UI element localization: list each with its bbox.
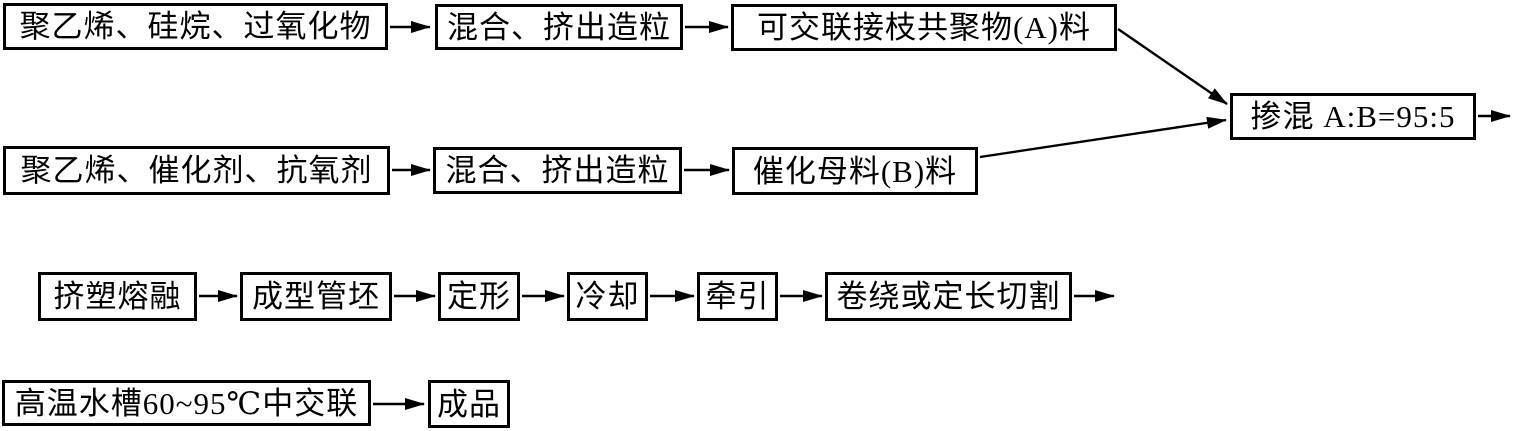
node-finished-product: 成品 bbox=[428, 380, 510, 428]
node-hot-water-crosslink: 高温水槽60~95℃中交联 bbox=[2, 380, 371, 426]
node-traction: 牵引 bbox=[697, 272, 778, 321]
node-mix-extrude-pelletize-2: 混合、挤出造粒 bbox=[433, 147, 682, 194]
node-mix-extrude-pelletize-1: 混合、挤出造粒 bbox=[435, 4, 683, 50]
node-pe-catalyst-antioxidant: 聚乙烯、催化剂、抗氧剂 bbox=[3, 146, 390, 195]
node-pe-silane-peroxide: 聚乙烯、硅烷、过氧化物 bbox=[3, 3, 388, 50]
node-extrusion-melting: 挤塑熔融 bbox=[38, 272, 197, 321]
node-blend-ratio: 掺混 A:B=95:5 bbox=[1230, 93, 1476, 140]
node-sizing: 定形 bbox=[438, 272, 520, 321]
node-cooling: 冷却 bbox=[567, 272, 648, 321]
node-copolymer-a: 可交联接枝共聚物(A)料 bbox=[731, 4, 1117, 51]
node-pipe-forming: 成型管坯 bbox=[240, 272, 392, 321]
arrow-copolymer-a-to-blend bbox=[1117, 28, 1228, 105]
arrow-masterbatch-b-to-blend bbox=[979, 116, 1227, 159]
node-coiling-or-cutting: 卷绕或定长切割 bbox=[825, 272, 1072, 321]
node-masterbatch-b: 催化母料(B)料 bbox=[732, 147, 978, 195]
